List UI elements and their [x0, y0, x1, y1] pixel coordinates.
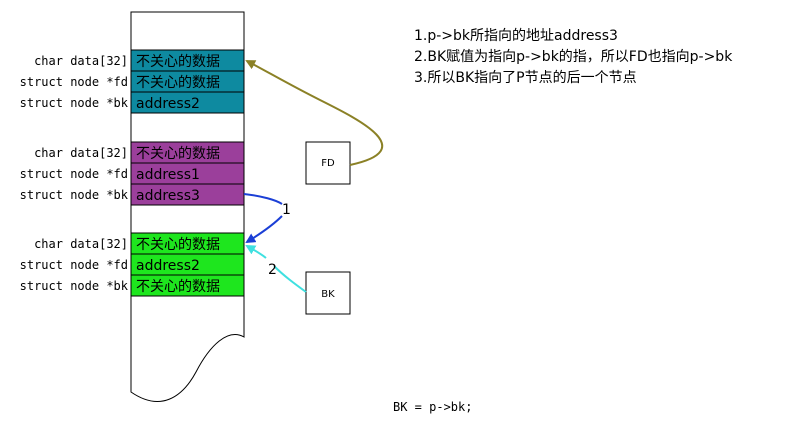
note-1: 1.p->bk所指向的地址address3 [414, 28, 618, 44]
field-value: 不关心的数据 [136, 237, 220, 253]
chunk-bottom: 不关心的数据 char data[32] address2 struct node *… [20, 232, 245, 297]
field-value: address2 [136, 258, 200, 274]
arrow-label-1: 1 [282, 202, 291, 218]
bk-box [305, 271, 351, 315]
note-3: 3.所以BK指向了P节点的后一个节点 [414, 70, 637, 86]
field-label: struct node *fd [20, 258, 128, 272]
arrow-2-to-green [245, 245, 267, 259]
arrow-1-to-green [245, 215, 283, 244]
field-value: 不关心的数据 [136, 75, 220, 91]
field-value: 不关心的数据 [136, 54, 220, 70]
bk-box-label: BK [321, 289, 335, 300]
code-line: BK = p->bk; [393, 400, 472, 414]
fd-box-label: FD [321, 158, 335, 169]
field-label: char data[32] [34, 237, 128, 251]
field-label: struct node *bk [20, 279, 129, 293]
chunk-top: 不关心的数据 char data[32] 不关心的数据 struct node *fd… [20, 49, 245, 114]
arrow-2-from-bk [273, 265, 307, 293]
arrow-label-2: 2 [268, 262, 277, 278]
field-label: struct node *fd [20, 167, 128, 181]
field-value: address2 [136, 96, 200, 112]
field-cell [130, 274, 245, 297]
field-value: address3 [136, 188, 200, 204]
chunk-middle: 不关心的数据 char data[32] address1 struct node *… [20, 141, 245, 206]
field-label: struct node *bk [20, 188, 129, 202]
field-label: struct node *fd [20, 75, 128, 89]
field-value: 不关心的数据 [136, 279, 220, 295]
field-cell [130, 91, 245, 114]
field-label: struct node *bk [20, 96, 129, 110]
field-value: 不关心的数据 [136, 146, 220, 162]
address3-arrow [243, 193, 283, 205]
fd-box [305, 141, 351, 185]
field-label: char data[32] [34, 54, 128, 68]
field-value: address1 [136, 167, 200, 183]
fd-arrow [245, 60, 384, 166]
note-2: 2.BK赋值为指向p->bk的指，所以FD也指向p->bk [414, 49, 733, 65]
field-label: char data[32] [34, 146, 128, 160]
